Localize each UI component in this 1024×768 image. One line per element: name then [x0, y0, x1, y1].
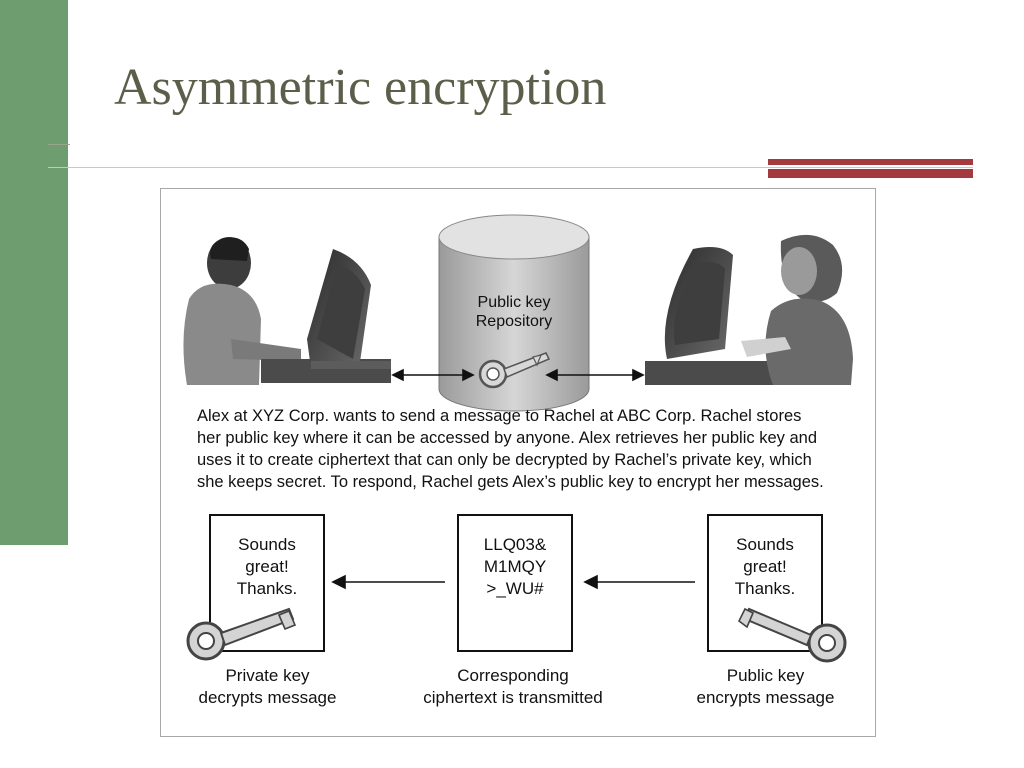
- encryption-diagram: Public key Repository Alex at XYZ Corp. …: [160, 188, 876, 737]
- plaintext-message-box: Sounds great! Thanks.: [707, 514, 823, 652]
- exchange-arrows: [391, 368, 645, 382]
- diagram-illustration: [183, 214, 853, 590]
- rachel-computer: [645, 247, 785, 385]
- message-flow-arrows: [331, 574, 695, 590]
- private-key-caption: Private key decrypts message: [198, 666, 337, 707]
- public-key-caption: Public key encrypts message: [696, 666, 835, 707]
- title-rule-stub: [48, 144, 70, 145]
- decrypted-message-box: Sounds great! Thanks.: [209, 514, 325, 652]
- repository-key-icon: [478, 352, 551, 389]
- slide-title: Asymmetric encryption: [114, 59, 607, 116]
- plaintext-message-text: Sounds great! Thanks.: [734, 535, 796, 598]
- rachel-figure: [741, 234, 853, 385]
- repository-label: Public key Repository: [475, 294, 553, 331]
- accent-bar-top: [768, 159, 973, 165]
- slide-side-bar: [0, 0, 68, 545]
- public-key-repository-icon: [438, 214, 590, 412]
- title-rule: [48, 167, 973, 168]
- scenario-description: Alex at XYZ Corp. wants to send a messag…: [197, 407, 824, 491]
- ciphertext-box: LLQ03& M1MQY >_WU#: [457, 514, 573, 652]
- alex-figure: [183, 237, 391, 385]
- ciphertext-text: LLQ03& M1MQY >_WU#: [483, 535, 547, 598]
- accent-bar-bottom: [768, 169, 973, 178]
- ciphertext-caption: Corresponding ciphertext is transmitted: [423, 666, 603, 707]
- decrypted-message-text: Sounds great! Thanks.: [236, 535, 298, 598]
- alex-computer: [307, 249, 391, 369]
